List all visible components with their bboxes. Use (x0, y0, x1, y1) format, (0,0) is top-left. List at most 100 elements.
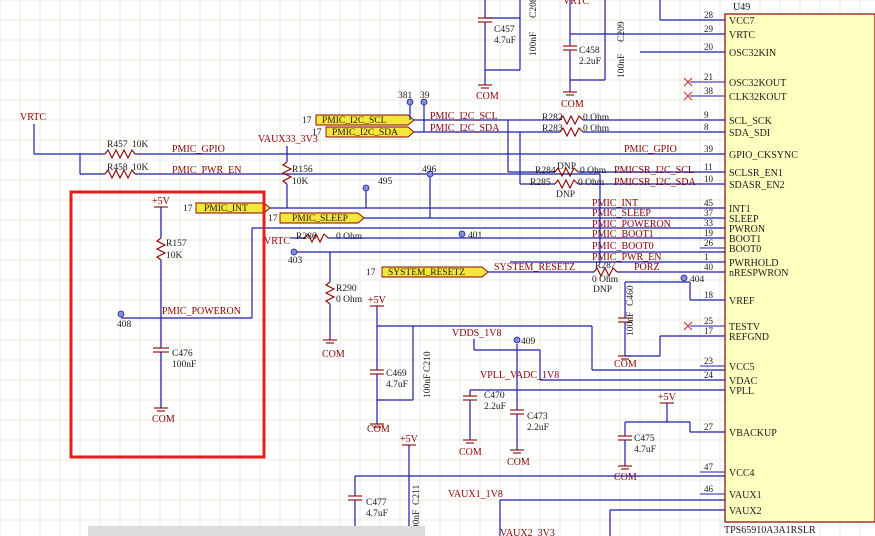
tp-401[interactable] (458, 230, 466, 238)
r157-val: 10K (166, 251, 183, 261)
r285-val: 0 Ohm (578, 178, 605, 188)
net-pmic-gpio-left: PMIC_GPIO (172, 144, 225, 155)
tp-39[interactable] (420, 98, 428, 106)
c473-ref: C473 (527, 412, 548, 422)
ic-pin-number-vcc4: 47 (704, 462, 714, 472)
ic-pin-name-int1: INT1 (729, 204, 751, 215)
ic-pin-number-vaux1: 46 (704, 484, 714, 494)
r156-val: 10K (292, 177, 309, 187)
ic-pin-number-nrespwron: 40 (704, 262, 714, 272)
c460-ref: C460 (626, 285, 636, 306)
ic-pin-name-osc32kin: OSC32KIN (729, 48, 776, 59)
net-vrtc-mid: VRTC (264, 236, 290, 247)
net-com-8: COM (507, 457, 530, 468)
ic-pin-name-sdasr_en2: SDASR_EN2 (729, 180, 785, 191)
svg-text:SYSTEM_RESETZ: SYSTEM_RESETZ (388, 268, 465, 278)
c477-ref: C477 (366, 498, 387, 508)
boot-section: VRTC R286 0 Ohm PMIC_POWERON PMIC_BOOT1 … (251, 174, 725, 360)
ic-pin-name-pwron: PWRON (729, 224, 765, 235)
c209-val: 100nF (617, 54, 627, 78)
poweron-highlight-block[interactable]: +5V R157 10K PMIC_POWERON C476 100nF COM (69, 190, 266, 459)
tp-381[interactable] (406, 98, 414, 106)
ic-pin-number-vref: 18 (704, 290, 714, 300)
r290-val: 0 Ohm (336, 295, 363, 305)
svg-text:PMIC_I2C_SCL: PMIC_I2C_SCL (322, 116, 387, 126)
tp-403[interactable] (290, 248, 298, 256)
port-pmic-i2c-scl[interactable]: PMIC_I2C_SCL (315, 114, 415, 126)
c458-ref: C458 (579, 46, 600, 56)
r458-ref: R458 (107, 163, 128, 173)
c470-ref: C470 (484, 391, 505, 401)
ic-pin-number-boot1: 19 (704, 228, 714, 238)
port-sheet-1: 17 (302, 116, 312, 126)
ic-pin-name-nrespwron: nRESPWRON (729, 268, 788, 279)
ic-pin-number-refgnd: 17 (704, 326, 714, 336)
r157-ref: R157 (166, 239, 187, 249)
net-pmic-i2c-scl: PMIC_I2C_SCL (430, 111, 498, 122)
ic-pin-number-int1: 45 (704, 198, 714, 208)
r287-val: 0 Ohm (592, 275, 619, 285)
ic-pin-name-pwrhold: PWRHOLD (729, 258, 778, 269)
net-com-6: COM (367, 424, 390, 435)
ic-pin-name-sda_sdi: SDA_SDI (729, 128, 770, 139)
vcc5-section: +5V COM C469 4.7uF 100nF C210 VDDS_1V8 V… (367, 295, 725, 468)
svg-text:PMIC_I2C_SDA: PMIC_I2C_SDA (332, 128, 398, 138)
r287-dnp: DNP (593, 285, 612, 295)
net-com-9: COM (614, 472, 637, 483)
vbackup-section: +5V COM C475 4.7uF (614, 392, 725, 483)
ic-pin-number-testv: 25 (704, 316, 714, 326)
ic-pin-number-vdac: 24 (704, 370, 714, 380)
highlight-rectangle (69, 190, 266, 459)
net-5v-4: +5V (400, 434, 419, 445)
ic-pin-number-gpio_cksync: 39 (704, 144, 714, 154)
net-vaux33: VAUX33_3V3 (258, 134, 318, 145)
horizontal-scrollbar-thumb[interactable] (88, 526, 425, 536)
vref-section: COM 100nF C460 (614, 281, 725, 370)
ic-body (724, 13, 875, 523)
r290-ref: R290 (336, 284, 357, 294)
tp-495-label: 495 (378, 177, 393, 187)
test-points[interactable]: 381 39 495 496 401 403 404 408 409 (117, 91, 705, 347)
ic-pin-number-scl_sck: 9 (704, 110, 709, 120)
ic-pin-list: 28VCC729VRTC20OSC32KIN21OSC32KOUT38CLK32… (700, 10, 798, 517)
net-pmic-pwr-en-left: PMIC_PWR_EN (172, 165, 241, 176)
ic-u49[interactable]: U49 TPS65910A3A1RSLR (724, 2, 875, 536)
tp-409[interactable] (513, 336, 521, 344)
ic-pin-name-vdac: VDAC (729, 376, 758, 387)
c475-val: 4.7uF (634, 445, 656, 455)
port-pmic-sleep[interactable]: PMIC_SLEEP (279, 212, 365, 224)
tp-408[interactable] (117, 310, 125, 318)
r458-val: 10K (132, 163, 149, 173)
net-system-resetz: SYSTEM_RESETZ (494, 262, 575, 273)
r285-ref: R285 (530, 178, 551, 188)
net-pmic-poweron: PMIC_POWERON (592, 219, 671, 230)
ic-pin-number-pwrhold: 1 (704, 252, 709, 262)
tp-404[interactable] (680, 274, 688, 282)
net-com-7: COM (459, 447, 482, 458)
ic-pin-name-vaux2: VAUX2 (729, 506, 762, 517)
vrtc-pullups: VRTC R457 10K R458 10K PMIC_GPIO PMIC_PW… (20, 112, 725, 180)
ic-pin-number-sda_sdi: 8 (704, 122, 709, 132)
tp-495[interactable] (362, 184, 370, 192)
c211-ref: C211 (412, 485, 422, 505)
c460-val: 100nF (626, 312, 636, 336)
c457-val: 4.7uF (494, 36, 516, 46)
net-vaux2-3v3: VAUX2_3V3 (500, 528, 555, 536)
ic-pin-name-testv: TESTV (729, 322, 761, 333)
c208-ref: C208 (529, 0, 539, 18)
c210-ref: C210 (423, 351, 433, 372)
r287-ref: R287 (595, 261, 616, 271)
c469-ref: C469 (386, 369, 407, 379)
ic-pin-number-osc32kout: 21 (704, 72, 713, 82)
net-pmicsr-i2c-scl: PMICSR_I2C_SCL (614, 165, 694, 176)
ic-pin-number-osc32kin: 20 (704, 42, 714, 52)
tp-496[interactable] (426, 170, 434, 178)
port-pmic-int[interactable]: PMIC_INT (195, 202, 271, 214)
port-system-resetz[interactable]: SYSTEM_RESETZ (381, 266, 489, 278)
ic-pin-name-vcc5: VCC5 (729, 362, 755, 373)
port-pmic-i2c-sda[interactable]: PMIC_I2C_SDA (325, 126, 415, 138)
net-com-4: COM (152, 414, 175, 425)
r283-ref: R283 (542, 124, 563, 134)
c476-ref: C476 (172, 349, 193, 359)
